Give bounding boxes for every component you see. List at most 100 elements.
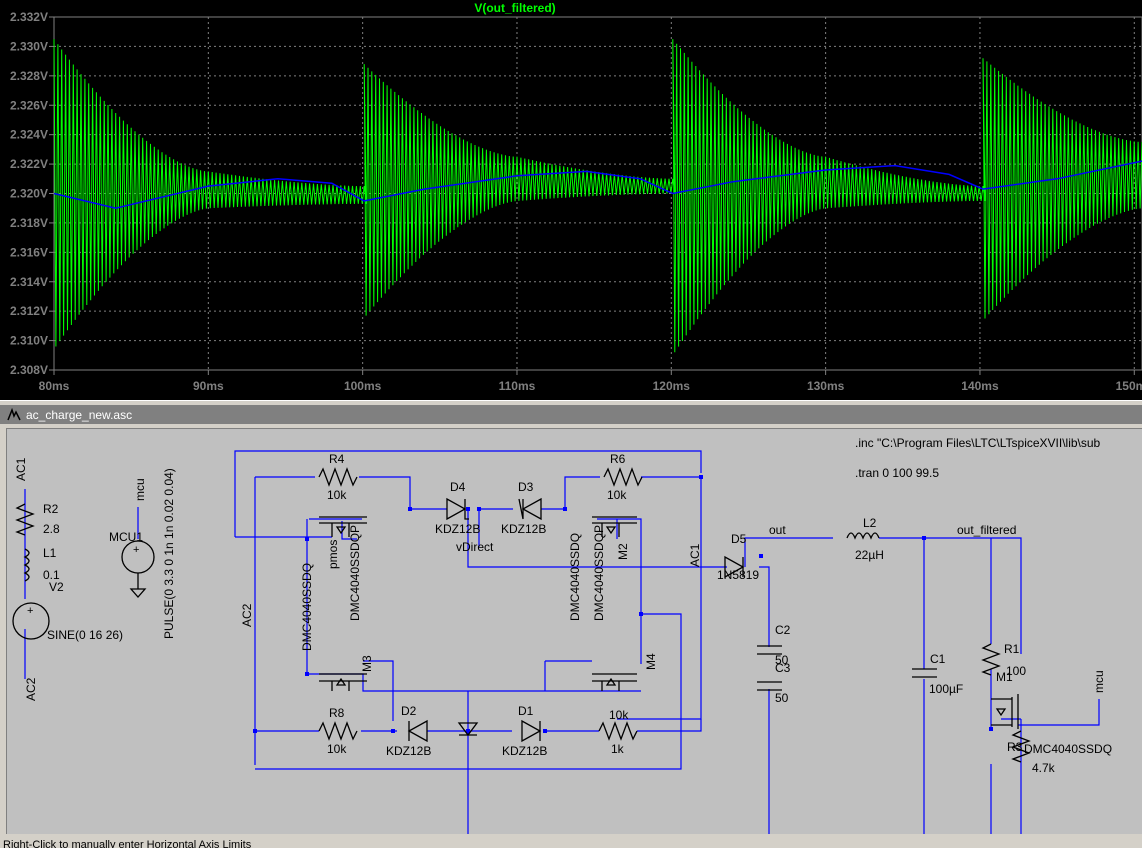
y-tick-label: 2.328V xyxy=(10,69,48,83)
waveform-plot[interactable]: 2.332V2.330V2.328V2.326V2.324V2.322V2.32… xyxy=(0,0,1142,400)
schematic-titlebar[interactable]: ac_charge_new.asc xyxy=(0,406,1142,424)
label-c1-name[interactable]: C1 xyxy=(930,652,946,666)
ground-mcu1 xyxy=(129,573,147,598)
label-c3-val[interactable]: 50 xyxy=(775,691,789,705)
resistor-r-bottom xyxy=(598,721,638,741)
mosfet-m4 xyxy=(592,673,637,691)
diode-center xyxy=(457,722,479,737)
label-r8-val[interactable]: 10k xyxy=(327,742,347,756)
label-r3-val[interactable]: 4.7k xyxy=(1032,761,1056,775)
spice-directive[interactable]: .tran 0 100 99.5 xyxy=(855,466,939,480)
label-out[interactable]: out xyxy=(769,523,786,537)
trace-v-out-filtered xyxy=(53,39,1142,353)
schematic-icon xyxy=(7,408,21,421)
label-m3[interactable]: M3 xyxy=(360,655,374,672)
label-r-bot-name[interactable]: 10k xyxy=(609,708,629,722)
label-c1-val[interactable]: 100µF xyxy=(929,682,963,696)
label-d1-name[interactable]: D1 xyxy=(518,704,534,718)
wire-junctions xyxy=(253,475,993,733)
label-c2-name[interactable]: C2 xyxy=(775,623,791,637)
label-mcu1-name[interactable]: MCU1 xyxy=(109,530,143,544)
mosfet-m3 xyxy=(319,673,367,691)
label-r4-val[interactable]: 10k xyxy=(327,488,347,502)
label-v2-val[interactable]: SINE(0 16 26) xyxy=(47,628,123,642)
label-d1-val[interactable]: KDZ12B xyxy=(502,744,547,758)
label-ac2-left[interactable]: AC2 xyxy=(24,677,38,701)
label-c2-val[interactable]: 50 xyxy=(775,653,789,667)
x-tick-label: 140ms xyxy=(961,379,999,393)
label-dmc2[interactable]: DMC4040SSDQ xyxy=(568,533,582,621)
label-c3-name[interactable]: C3 xyxy=(775,661,791,675)
label-m2[interactable]: M2 xyxy=(616,543,630,560)
inductor-l1 xyxy=(23,548,30,582)
y-tick-label: 2.320V xyxy=(10,187,48,201)
x-tick-label: 90ms xyxy=(193,379,224,393)
label-d5-val[interactable]: 1N5819 xyxy=(717,568,759,582)
source-v2 xyxy=(12,602,50,640)
label-dmcp2[interactable]: DMC4040SSDQP xyxy=(592,525,606,621)
x-tick-label: 150ms xyxy=(1116,379,1142,393)
y-tick-label: 2.322V xyxy=(10,157,48,171)
label-r6-val[interactable]: 10k xyxy=(607,488,627,502)
label-mcu-top[interactable]: mcu xyxy=(133,478,147,501)
label-ac2-mid[interactable]: AC2 xyxy=(240,603,254,627)
label-dmc1[interactable]: DMC4040SSDQ xyxy=(300,563,314,651)
label-l2-name[interactable]: L2 xyxy=(863,516,877,530)
label-d3-name[interactable]: D3 xyxy=(518,480,534,494)
label-d2-name[interactable]: D2 xyxy=(401,704,417,718)
pane-splitter[interactable] xyxy=(0,400,1142,406)
polarity-marks: + + xyxy=(27,544,139,617)
y-tick-label: 2.314V xyxy=(10,275,48,289)
label-ac1-left[interactable]: AC1 xyxy=(14,457,28,481)
label-m1[interactable]: M1 xyxy=(996,670,1013,684)
label-l1-name[interactable]: L1 xyxy=(43,546,57,560)
label-r2-name[interactable]: R2 xyxy=(43,502,59,516)
label-mcu-right[interactable]: mcu xyxy=(1092,670,1106,693)
label-mcu1-val[interactable]: PULSE(0 3.3 0 1n 1n 0.02 0.04) xyxy=(162,468,176,639)
label-dmcp1[interactable]: DMC4040SSDQP xyxy=(348,525,362,621)
label-m1-val[interactable]: DMC4040SSDQ xyxy=(1024,742,1112,756)
label-r6-name[interactable]: R6 xyxy=(610,452,626,466)
trace-name-label[interactable]: V(out_filtered) xyxy=(474,1,555,15)
label-d2-val[interactable]: KDZ12B xyxy=(386,744,431,758)
y-tick-label: 2.332V xyxy=(10,10,48,24)
schematic-symbols xyxy=(12,467,1031,763)
label-r8-name[interactable]: R8 xyxy=(329,706,345,720)
schematic-window: ac_charge_new.asc xyxy=(0,406,1142,835)
label-r2-val[interactable]: 2.8 xyxy=(43,522,60,536)
y-tick-label: 2.310V xyxy=(10,334,48,348)
label-r1-val[interactable]: 100 xyxy=(1006,664,1026,678)
label-vdirect[interactable]: vDirect xyxy=(456,540,494,554)
label-m4[interactable]: M4 xyxy=(644,653,658,670)
label-d5-name[interactable]: D5 xyxy=(731,532,747,546)
label-r4-name[interactable]: R4 xyxy=(329,452,345,466)
label-d4-val[interactable]: KDZ12B xyxy=(435,522,480,536)
x-tick-label: 110ms xyxy=(499,379,536,393)
label-l1-val[interactable]: 0.1 xyxy=(43,568,60,582)
label-l2-val[interactable]: 22µH xyxy=(855,548,884,562)
label-ac1-right[interactable]: AC1 xyxy=(688,543,702,567)
label-d4-name[interactable]: D4 xyxy=(450,480,466,494)
svg-text:+: + xyxy=(27,605,33,617)
label-out-filtered[interactable]: out_filtered xyxy=(957,523,1016,537)
spice-directive[interactable]: .inc "C:\Program Files\LTC\LTspiceXVII\l… xyxy=(855,436,1101,450)
mosfet-pmos-left xyxy=(319,516,367,537)
label-r1-name[interactable]: R1 xyxy=(1004,642,1020,656)
label-r3-name[interactable]: R3 xyxy=(1007,740,1023,754)
trace-v-out-filtered-path xyxy=(53,39,1142,353)
resistor-r4 xyxy=(318,467,358,487)
x-tick-label: 130ms xyxy=(807,379,845,393)
y-tick-label: 2.326V xyxy=(10,98,48,112)
schematic-title: ac_charge_new.asc xyxy=(26,408,133,422)
label-d3-val[interactable]: KDZ12B xyxy=(501,522,546,536)
diode-d2 xyxy=(407,719,428,743)
capacitor-c1 xyxy=(912,668,937,678)
label-r-bot-val[interactable]: 1k xyxy=(611,742,625,756)
label-v2-name[interactable]: V2 xyxy=(49,580,64,594)
trace-average xyxy=(53,160,1142,209)
label-pmos[interactable]: pmos xyxy=(326,540,340,569)
